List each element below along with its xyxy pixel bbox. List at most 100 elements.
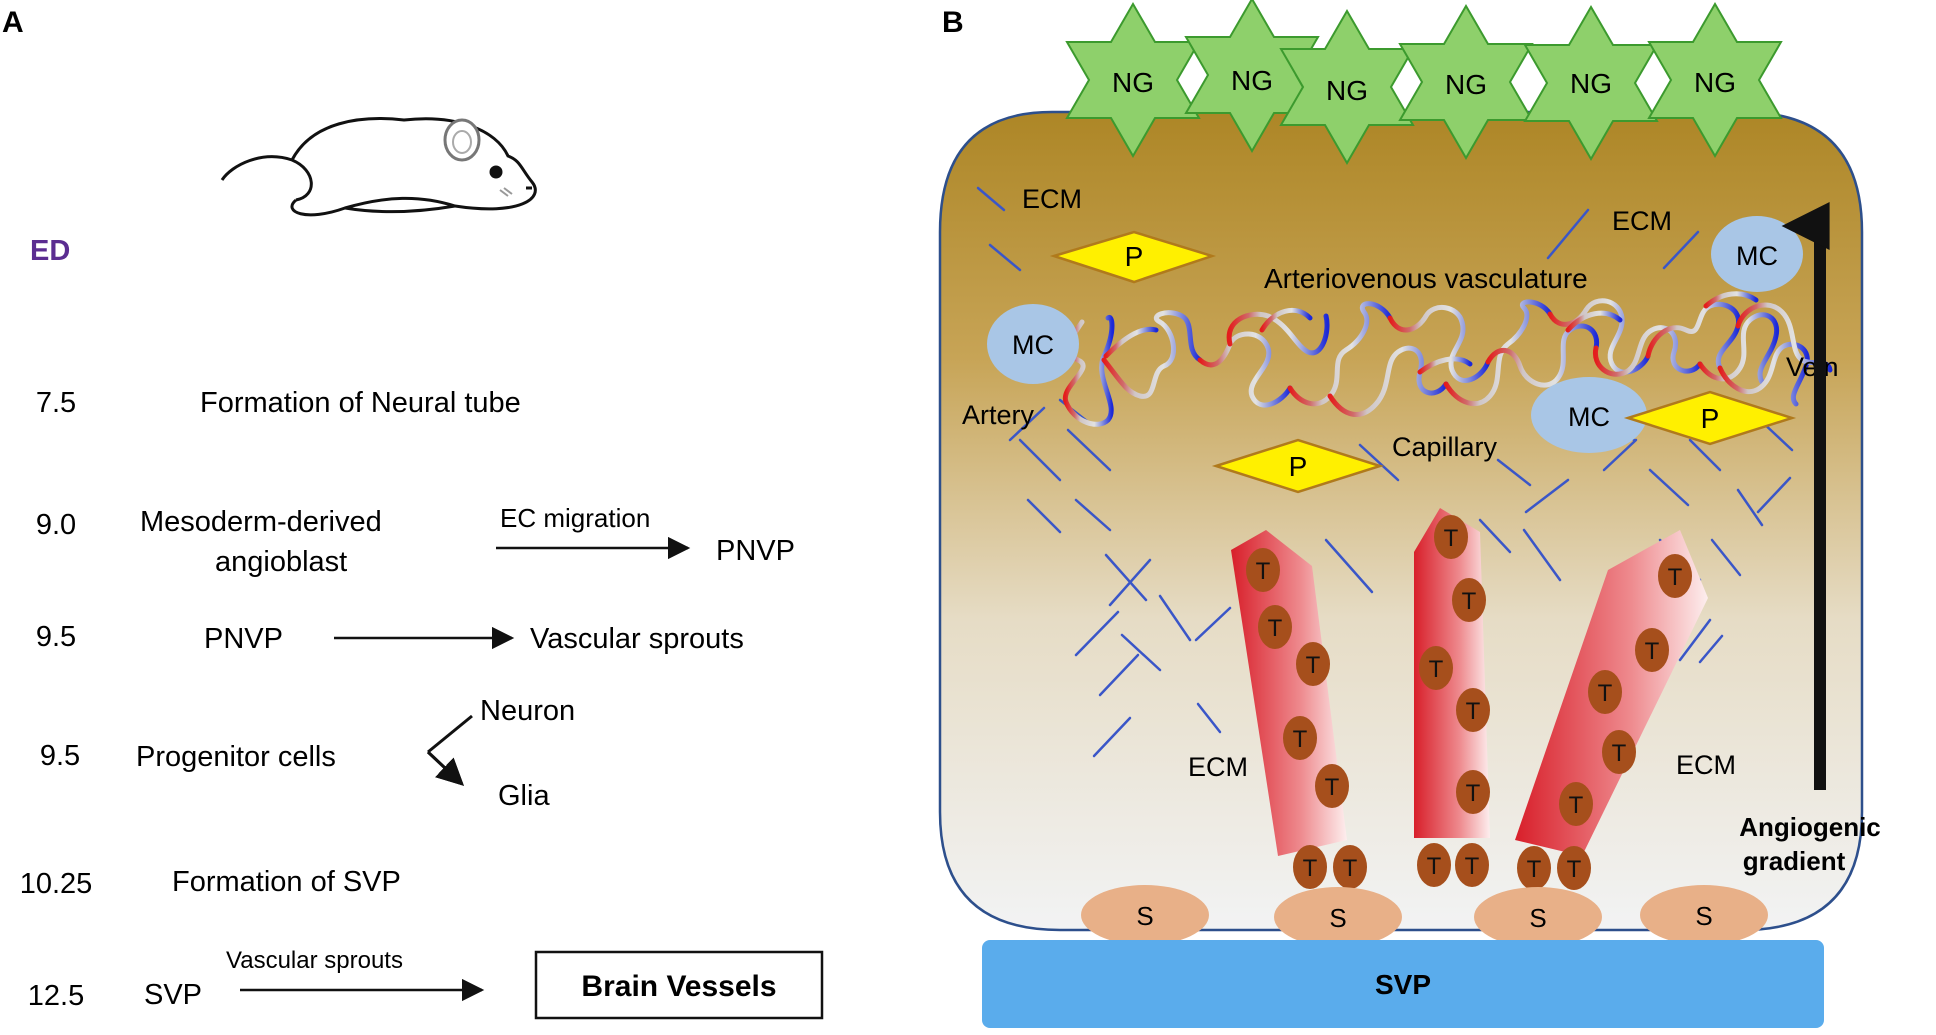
t-labels: T T T T T T T T T T T T T T T T T T T T … xyxy=(1256,525,1683,883)
t-label: T xyxy=(1427,853,1442,880)
arrow-label: EC migration xyxy=(500,503,650,533)
t-cell xyxy=(1246,548,1280,592)
neuroglia-stars xyxy=(1065,0,1783,165)
p-diamond xyxy=(1623,390,1797,446)
panel-a-label: A xyxy=(2,6,24,39)
t-cell xyxy=(1333,845,1367,889)
mc-label: MC xyxy=(1012,330,1054,360)
t-label: T xyxy=(1444,525,1459,552)
t-cell xyxy=(1455,843,1489,887)
mc-cell xyxy=(987,304,1079,384)
tip-cells xyxy=(1246,515,1692,890)
panel-b: B ECM ECM ECM ECM xyxy=(938,0,1881,1028)
mc-label: MC xyxy=(1736,241,1778,271)
event-text: Formation of SVP xyxy=(172,866,401,898)
t-cell xyxy=(1635,628,1669,672)
t-cell xyxy=(1419,646,1453,690)
ed-value: 7.5 xyxy=(36,387,76,419)
t-cell xyxy=(1283,716,1317,760)
p-label: P xyxy=(1125,241,1144,272)
event-text: angioblast xyxy=(215,546,347,578)
mc-cell xyxy=(1711,216,1803,292)
event-text: Mesoderm-derived xyxy=(140,506,382,538)
t-cell xyxy=(1602,730,1636,774)
ecm-label: ECM xyxy=(1676,750,1736,780)
brain-vessels-text: Brain Vessels xyxy=(581,970,776,1003)
t-label: T xyxy=(1645,638,1660,665)
t-cell xyxy=(1417,843,1451,887)
s-label: S xyxy=(1329,903,1346,933)
t-cell xyxy=(1557,846,1591,890)
pericyte-diamonds xyxy=(1049,230,1797,494)
s-label: S xyxy=(1136,901,1153,931)
stalk-cells xyxy=(1081,885,1768,947)
t-label: T xyxy=(1303,855,1318,882)
p-label: P xyxy=(1289,451,1308,482)
target-text: PNVP xyxy=(716,535,795,567)
t-label: T xyxy=(1268,615,1283,642)
source-text: Progenitor cells xyxy=(136,741,336,773)
t-cell xyxy=(1315,764,1349,808)
s-cell xyxy=(1274,887,1402,947)
t-label: T xyxy=(1567,856,1582,883)
ng-label: NG xyxy=(1326,75,1368,106)
ed-value: 9.5 xyxy=(36,621,76,653)
svp-bar xyxy=(982,940,1824,1028)
event-text: Formation of Neural tube xyxy=(200,387,521,419)
t-cell xyxy=(1258,605,1292,649)
t-cell xyxy=(1588,670,1622,714)
t-label: T xyxy=(1465,853,1480,880)
ecm-label: ECM xyxy=(1022,184,1082,214)
t-cell xyxy=(1658,554,1692,598)
t-label: T xyxy=(1569,792,1584,819)
t-label: T xyxy=(1462,588,1477,615)
ed-value: 12.5 xyxy=(28,980,84,1012)
ed-value: 9.0 xyxy=(36,509,76,541)
t-label: T xyxy=(1668,564,1683,591)
t-label: T xyxy=(1527,856,1542,883)
panel-b-label: B xyxy=(942,6,964,39)
t-cell xyxy=(1296,642,1330,686)
t-label: T xyxy=(1612,740,1627,767)
mc-label: MC xyxy=(1568,402,1610,432)
ng-star xyxy=(1647,2,1783,158)
mouse-icon xyxy=(220,117,537,217)
ng-label: NG xyxy=(1231,65,1273,96)
t-label: T xyxy=(1343,855,1358,882)
ed-header: ED xyxy=(30,235,70,267)
t-cell xyxy=(1456,688,1490,732)
t-cell xyxy=(1559,782,1593,826)
t-label: T xyxy=(1429,656,1444,683)
brain-vessels-box xyxy=(534,950,824,1020)
t-label: T xyxy=(1466,780,1481,807)
t-label: T xyxy=(1598,680,1613,707)
arteriovenous-label: Arteriovenous vasculature xyxy=(1264,263,1588,294)
mc-cell xyxy=(1531,377,1647,453)
source-text: PNVP xyxy=(204,623,283,655)
s-cell xyxy=(1081,885,1209,945)
t-label: T xyxy=(1466,698,1481,725)
svp-label: SVP xyxy=(1375,969,1431,1000)
ng-label: NG xyxy=(1112,67,1154,98)
t-label: T xyxy=(1293,726,1308,753)
branch-text: Glia xyxy=(498,780,550,812)
t-label: T xyxy=(1256,558,1271,585)
ecm-label: ECM xyxy=(1612,206,1672,236)
gradient-label: gradient xyxy=(1743,846,1846,876)
t-cell xyxy=(1452,578,1486,622)
t-cell xyxy=(1434,515,1468,559)
p-label: P xyxy=(1701,403,1720,434)
target-text: Vascular sprouts xyxy=(530,623,744,655)
ecm-label: ECM xyxy=(1188,752,1248,782)
gradient-label: Angiogenic xyxy=(1739,812,1881,842)
source-text: SVP xyxy=(144,979,202,1011)
ed-value: 9.5 xyxy=(40,740,80,772)
ed-value: 10.25 xyxy=(20,868,93,900)
ng-label: NG xyxy=(1445,69,1487,100)
vascular-network xyxy=(1062,291,1833,427)
arrow-label: Vascular sprouts xyxy=(226,947,403,974)
vein-label: Vein xyxy=(1786,352,1839,382)
s-cell xyxy=(1474,887,1602,947)
t-label: T xyxy=(1325,774,1340,801)
